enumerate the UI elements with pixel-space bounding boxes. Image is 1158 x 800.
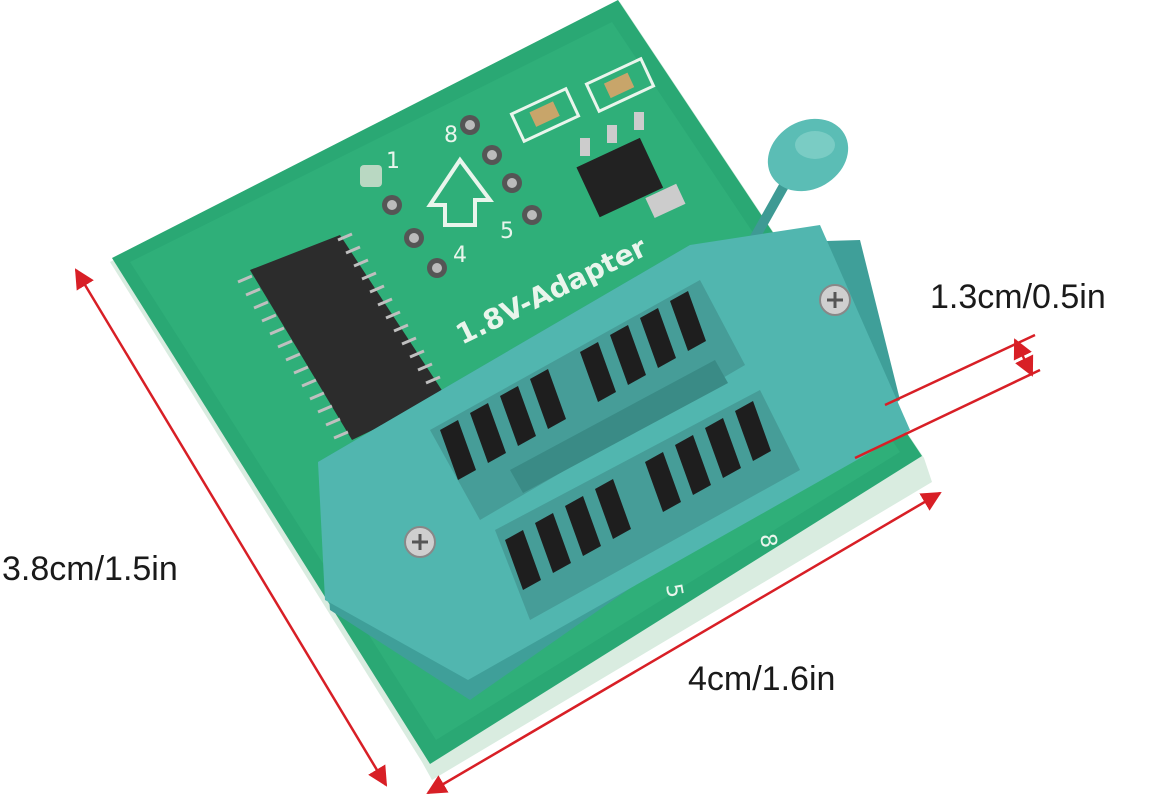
pin-label-8: 8 [444,123,458,148]
dimension-lines [74,268,1041,795]
socket-screw-top [819,284,851,316]
width-dimension-line [426,491,942,795]
thickness-extension-lower [854,368,1041,460]
zif-lever [740,118,849,258]
height-dimension-line [74,268,388,787]
thickness-extension-upper [884,333,1036,407]
header-pads [360,115,542,278]
pin-label-4: 4 [453,243,467,268]
socket-screw-bottom [404,526,436,558]
voltage-regulator [509,56,686,219]
pin-label-1: 1 [386,149,400,174]
thickness-dimension-line [1013,338,1034,377]
pin-label-5: 5 [500,219,514,244]
width-label: 4cm/1.6in [688,660,836,698]
height-label: 3.8cm/1.5in [2,550,178,588]
thickness-label: 1.3cm/0.5in [930,278,1106,316]
